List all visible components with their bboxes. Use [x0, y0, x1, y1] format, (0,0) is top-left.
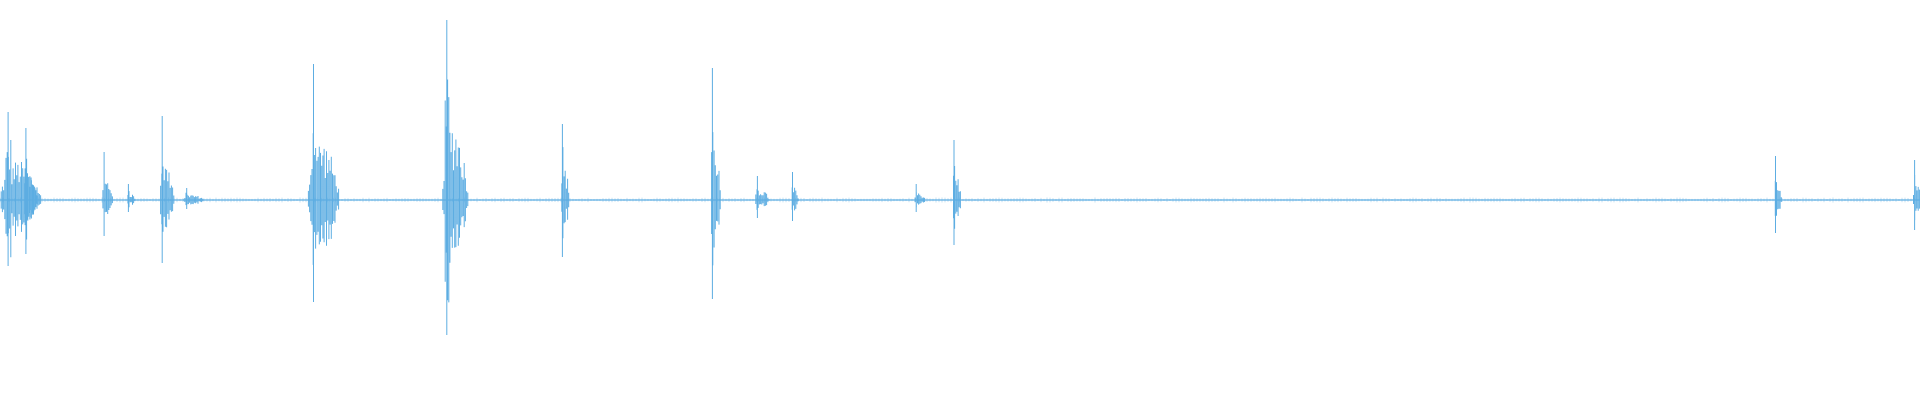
waveform-burst	[23, 128, 38, 254]
waveform-burst-path	[442, 20, 469, 335]
waveform-burst-path	[307, 64, 340, 302]
waveform-burst-path	[755, 176, 770, 218]
waveform-burst-path	[127, 184, 136, 212]
waveform-burst	[791, 172, 799, 221]
waveform-burst-path	[102, 152, 113, 236]
waveform-burst-path	[791, 172, 799, 221]
waveform-burst	[755, 176, 770, 218]
waveform-burst	[102, 152, 113, 236]
waveform-burst	[561, 124, 570, 257]
waveform-burst-path	[1774, 156, 1782, 233]
waveform-burst-path	[160, 116, 175, 263]
waveform-burst	[442, 20, 469, 335]
waveform-burst	[1913, 160, 1920, 230]
waveform-burst-path	[561, 124, 570, 257]
waveform-burst	[127, 184, 136, 212]
waveform-burst-path	[711, 68, 721, 299]
waveform-burst	[953, 140, 961, 245]
waveform-burst-path	[1913, 160, 1920, 230]
waveform-burst	[711, 68, 721, 299]
waveform-bursts	[0, 20, 1920, 335]
waveform-noise	[0, 197, 1918, 203]
waveform-burst	[1774, 156, 1782, 233]
waveform-burst	[307, 64, 340, 302]
waveform-burst-path	[953, 140, 961, 245]
waveform-burst	[160, 116, 175, 263]
waveform-burst-path	[23, 128, 38, 254]
